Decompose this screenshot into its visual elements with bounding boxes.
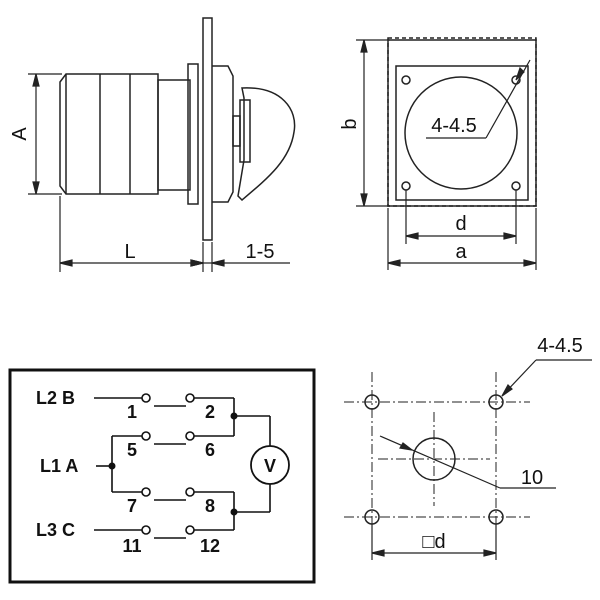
dimension-d <box>405 190 517 244</box>
mounting-hole <box>401 181 411 191</box>
dimension-l-label: L <box>124 241 135 263</box>
junction-dot <box>108 462 116 470</box>
inner-frame <box>395 65 529 201</box>
wiring-frame <box>8 368 316 584</box>
cutout-hole <box>488 394 504 410</box>
dimension-a-label: A <box>9 127 31 141</box>
terminal-label: 11 <box>122 536 141 556</box>
junction-dot <box>230 412 238 420</box>
cutout-center-label: 10 <box>521 467 543 489</box>
wiring-diagram: V L2 B L1 A L3 C 1 2 5 6 7 8 11 12 <box>8 368 316 584</box>
terminal-label: 6 <box>205 440 215 460</box>
dimension-b <box>356 39 390 207</box>
phase-l3-label: L3 C <box>36 520 75 540</box>
front-bezel <box>212 65 234 203</box>
switch-body <box>59 73 191 195</box>
cutout-center-leader <box>379 435 556 489</box>
terminal-label: 1 <box>127 402 137 422</box>
voltmeter-circle <box>250 445 290 485</box>
terminal-label: 2 <box>205 402 215 422</box>
face-window <box>404 76 518 190</box>
cutout-hole <box>364 394 380 410</box>
front-panel-plate <box>202 17 213 241</box>
cutout-square-label: □d <box>422 531 445 553</box>
dimension-panel <box>190 242 290 272</box>
terminal-label: 12 <box>200 536 220 556</box>
terminal-label: 7 <box>127 496 137 516</box>
cutout-hole-label: 4-4.5 <box>537 335 583 357</box>
cutout-center-hole <box>412 437 456 481</box>
hole-leader <box>426 59 531 139</box>
terminal-label: 8 <box>205 496 215 516</box>
side-view <box>28 17 296 272</box>
voltmeter-label: V <box>264 456 276 476</box>
dimension-a-width-label: a <box>455 241 467 263</box>
junction-dot <box>230 508 238 516</box>
dimension-a <box>28 73 62 195</box>
phase-l1-label: L1 A <box>40 456 78 476</box>
terminal-label: 5 <box>127 440 137 460</box>
dimension-panel-label: 1-5 <box>246 241 275 263</box>
cutout-hole-leader <box>501 359 592 397</box>
front-plate <box>387 39 537 207</box>
rotary-knob <box>232 87 296 202</box>
dimension-a-width <box>387 208 537 270</box>
dimension-b-label: b <box>339 118 361 129</box>
cutout-dimension-d <box>371 524 497 560</box>
mounting-hole <box>511 181 521 191</box>
phase-l2-label: L2 B <box>36 388 75 408</box>
front-view <box>356 37 537 270</box>
mounting-flange <box>187 63 199 205</box>
dimension-d-label: d <box>455 213 466 235</box>
hole-size-label: 4-4.5 <box>431 115 477 137</box>
mounting-hole <box>401 75 411 85</box>
panel-cutout <box>344 359 592 560</box>
